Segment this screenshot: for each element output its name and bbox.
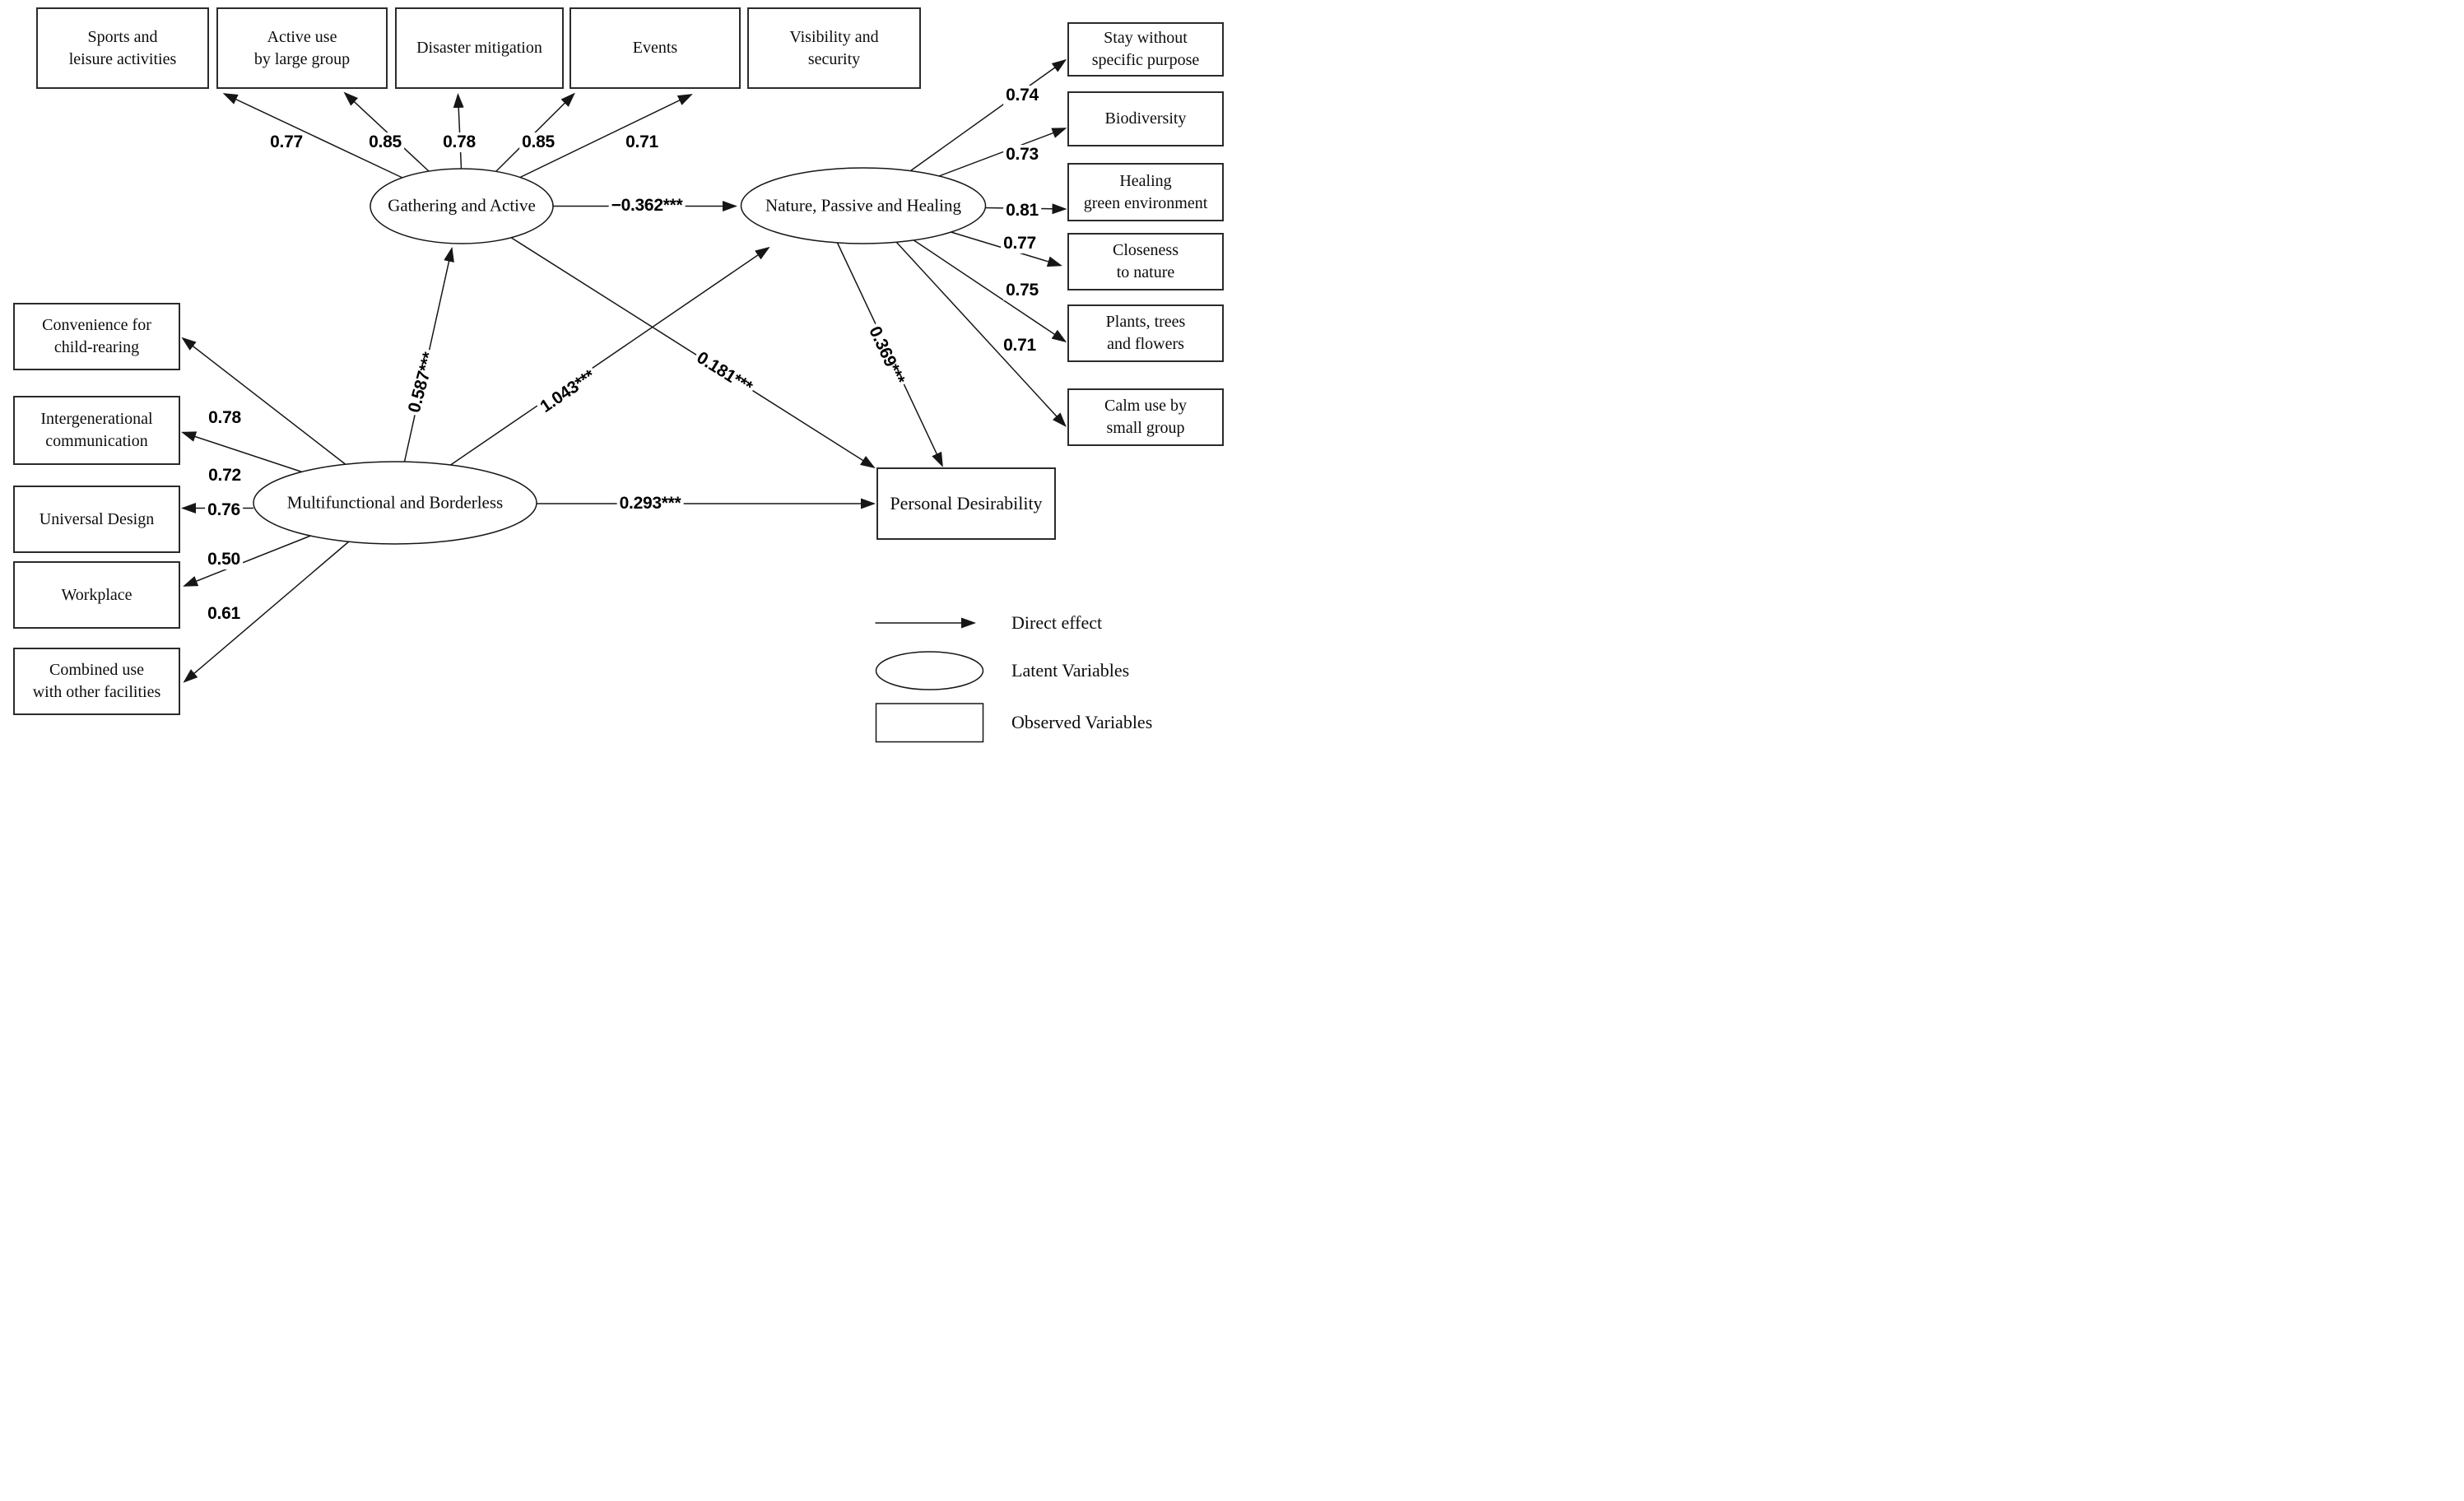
loading-calm: 0.71	[1001, 336, 1039, 356]
legend-label-observed-variables: Observed Variables	[1011, 712, 1153, 732]
observed-box-label: Closeness to nature	[1113, 241, 1179, 281]
loading-active-use: 0.85	[366, 132, 404, 152]
observed-box-label: Calm use by small group	[1104, 397, 1187, 437]
arrow-gathering-to-desirability	[511, 237, 876, 469]
observed-box-label: Stay without specific purpose	[1091, 29, 1200, 69]
observed-box-label: Healing green environment	[1083, 171, 1208, 212]
sem-path-diagram: Sports and leisure activities Active use…	[0, 0, 1232, 750]
legend-label-direct-effect: Direct effect	[1011, 612, 1103, 633]
loading-universal-design: 0.76	[205, 500, 243, 520]
observed-box-disaster: Disaster mitigation	[395, 7, 564, 89]
latent-label-nature: Nature, Passive and Healing	[765, 195, 961, 216]
loading-visibility: 0.71	[623, 132, 661, 152]
path-coef-multi-desirability: 0.293***	[616, 494, 684, 514]
observed-box-calm: Calm use by small group	[1067, 388, 1224, 446]
arrow-multi-to-nature	[450, 246, 770, 466]
loading-workplace: 0.50	[205, 550, 243, 569]
loading-stay: 0.74	[1003, 86, 1041, 105]
loading-sports: 0.77	[267, 132, 305, 152]
observed-box-label: Visibility and security	[789, 27, 879, 68]
arrow-nature-to-biodiversity	[938, 128, 1067, 177]
observed-box-closeness: Closeness to nature	[1067, 233, 1224, 290]
observed-box-label: Convenience for child-rearing	[42, 316, 151, 356]
observed-box-label: Disaster mitigation	[416, 39, 542, 57]
observed-box-label: Plants, trees and flowers	[1105, 313, 1186, 353]
observed-box-convenience: Convenience for child-rearing	[13, 303, 180, 370]
observed-box-biodiversity: Biodiversity	[1067, 91, 1224, 146]
arrow-multi-to-intergenerational	[181, 431, 303, 473]
observed-box-visibility: Visibility and security	[747, 7, 921, 89]
loading-closeness: 0.77	[1001, 234, 1039, 253]
arrow-multi-to-workplace	[183, 535, 311, 587]
latent-label-gathering: Gathering and Active	[388, 195, 536, 216]
observed-box-label: Active use by large group	[253, 27, 351, 68]
observed-box-label: Personal Desirability	[890, 493, 1043, 514]
loading-healing: 0.81	[1003, 201, 1041, 221]
arrow-nature-to-stay	[910, 58, 1067, 172]
observed-box-label: Biodiversity	[1104, 109, 1187, 128]
loading-intergenerational: 0.72	[206, 466, 244, 486]
loading-events: 0.85	[519, 132, 557, 152]
loading-disaster: 0.78	[440, 132, 478, 152]
observed-box-sports: Sports and leisure activities	[36, 7, 209, 89]
observed-box-plants: Plants, trees and flowers	[1067, 304, 1224, 362]
loading-plants: 0.75	[1003, 281, 1041, 300]
path-coef-gathering-nature: −0.362***	[608, 196, 686, 216]
loading-convenience: 0.78	[206, 408, 244, 428]
legend-label-latent-variables: Latent Variables	[1011, 660, 1130, 681]
arrow-gathering-to-active-use	[343, 91, 430, 172]
observed-box-healing: Healing green environment	[1067, 163, 1224, 221]
loading-biodiversity: 0.73	[1003, 145, 1041, 165]
arrow-gathering-to-disaster	[453, 93, 464, 170]
observed-box-events: Events	[570, 7, 741, 89]
observed-box-universal-design: Universal Design	[13, 486, 180, 553]
latent-ellipse-nature	[740, 167, 987, 244]
observed-box-label: Workplace	[61, 585, 132, 604]
observed-box-personal-desirability: Personal Desirability	[876, 467, 1056, 540]
observed-box-label: Sports and leisure activities	[68, 27, 177, 68]
arrow-gathering-to-sports	[222, 93, 403, 179]
observed-box-combined-use: Combined use with other facilities	[13, 648, 180, 715]
legend-rect-symbol	[875, 703, 984, 743]
observed-box-label: Intergenerational communication	[40, 410, 153, 450]
observed-box-stay: Stay without specific purpose	[1067, 22, 1224, 77]
observed-box-label: Universal Design	[39, 509, 155, 528]
arrow-multi-to-convenience	[181, 337, 346, 465]
observed-box-active-use: Active use by large group	[216, 7, 388, 89]
observed-box-label: Combined use with other facilities	[32, 661, 161, 701]
latent-ellipse-multifunctional	[253, 461, 537, 545]
legend-ellipse-symbol	[875, 651, 984, 690]
arrow-multi-to-combined	[183, 541, 350, 683]
arrow-nature-to-plants	[914, 239, 1067, 343]
arrow-nature-to-calm	[895, 241, 1067, 427]
observed-box-workplace: Workplace	[13, 561, 180, 629]
latent-label-multifunctional: Multifunctional and Borderless	[286, 492, 504, 513]
diagram-wires-svg	[181, 58, 1067, 743]
observed-box-label: Events	[632, 39, 678, 57]
loading-combined-use: 0.61	[205, 604, 243, 624]
observed-box-intergenerational: Intergenerational communication	[13, 396, 180, 465]
arrow-gathering-to-visibility	[519, 94, 693, 179]
